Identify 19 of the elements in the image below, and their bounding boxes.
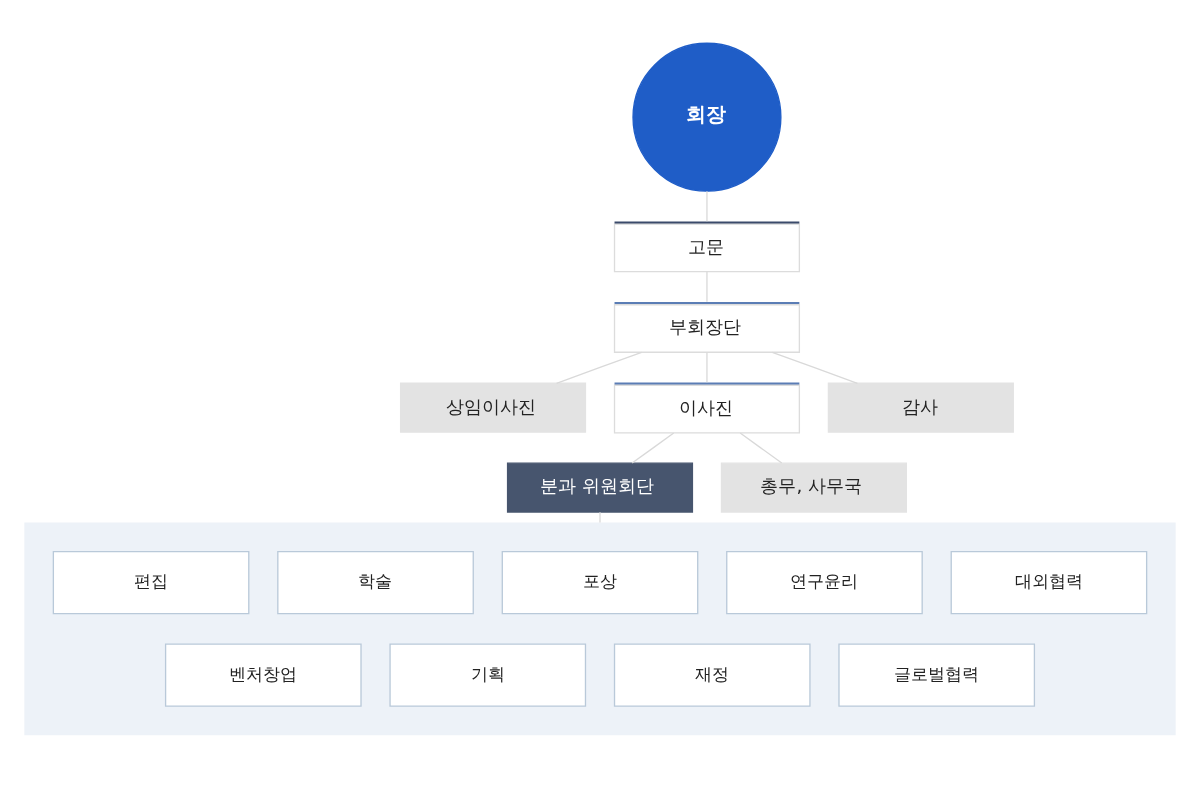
connector	[555, 351, 643, 384]
cluster	[24, 522, 1176, 736]
node-box: 편집	[52, 550, 250, 615]
node-box: 포상	[501, 550, 699, 615]
node-box: 상임이사진	[399, 382, 587, 433]
node-box: 재정	[613, 643, 811, 707]
connector	[739, 432, 783, 464]
node-box: 감사	[827, 382, 1014, 433]
node-box: 글로벌협력	[838, 643, 1036, 707]
node-box: 대외협력	[950, 550, 1148, 615]
node-box: 벤처창업	[164, 643, 362, 707]
node-box: 총무, 사무국	[720, 462, 907, 513]
connector	[771, 351, 859, 384]
node-box: 기획	[389, 643, 587, 707]
node-box: 연구윤리	[726, 550, 923, 615]
node-box: 학술	[277, 550, 474, 615]
node-box: 분과 위원회단	[506, 462, 694, 513]
node-circle: 회장	[632, 42, 782, 192]
connector	[631, 432, 675, 464]
